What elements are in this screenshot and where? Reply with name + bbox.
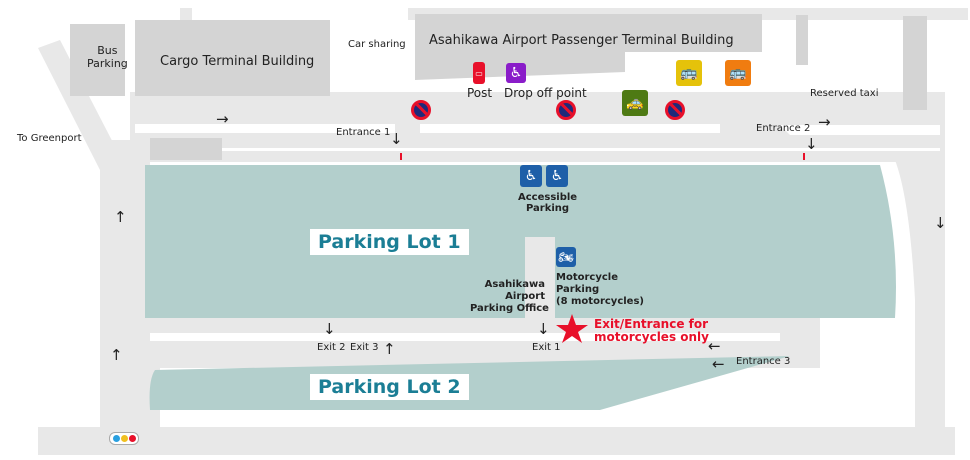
arrow-left-icon: ← — [708, 337, 721, 355]
entrance-3-label: Entrance 3 — [736, 356, 791, 367]
to-greenport-label: To Greenport — [17, 133, 82, 144]
star-icon — [556, 314, 588, 343]
no-parking-icon[interactable] — [411, 100, 431, 120]
car-sharing-label: Car sharing — [348, 39, 406, 50]
bus-icon: 🚌 — [725, 60, 751, 86]
terminal-building-label: Asahikawa Airport Passenger Terminal Bui… — [429, 33, 734, 48]
arrow-down-icon: ↓ — [390, 130, 403, 148]
arrow-up-icon: ↑ — [114, 208, 127, 226]
drop-off-label: Drop off point — [504, 86, 587, 100]
no-parking-icon[interactable] — [665, 100, 685, 120]
motorcycle-parking-label: Motorcycle Parking (8 motorcycles) — [556, 272, 644, 307]
wheelchair-icon: ♿ — [506, 63, 526, 83]
entrance-1-label: Entrance 1 — [336, 127, 391, 138]
no-parking-icon[interactable] — [556, 100, 576, 120]
arrow-up-icon: ↑ — [383, 340, 396, 358]
reserved-taxi-label: Reserved taxi — [810, 88, 879, 99]
parking-lot-2-label: Parking Lot 2 — [310, 374, 469, 400]
taxi-icon: 🚕 — [622, 90, 648, 116]
wheelchair-icon: ♿ — [520, 165, 542, 187]
wheelchair-icon: ♿ — [546, 165, 568, 187]
motorcycle-icon: 🏍 — [556, 247, 576, 267]
arrow-right-icon: → — [216, 110, 229, 128]
bus-parking-label: Bus Parking — [87, 44, 128, 70]
parking-office-label: Asahikawa Airport Parking Office — [470, 279, 549, 314]
arrow-down-icon: ↓ — [537, 320, 550, 338]
motorcycle-exit-label: Exit/Entrance for motorcycles only — [594, 317, 709, 344]
exit-2-label: Exit 2 — [317, 342, 346, 353]
exit-3-label: Exit 3 — [350, 342, 379, 353]
arrow-right-icon: → — [818, 113, 831, 131]
parking-lot-1-label: Parking Lot 1 — [310, 229, 469, 255]
arrow-down-icon: ↓ — [323, 320, 336, 338]
arrow-up-icon: ↑ — [110, 346, 123, 364]
traffic-light-icon — [109, 432, 139, 445]
arrow-down-icon: ↓ — [934, 214, 947, 232]
cargo-building-label: Cargo Terminal Building — [160, 54, 315, 69]
entrance-2-label: Entrance 2 — [756, 123, 811, 134]
arrow-down-icon: ↓ — [805, 135, 818, 153]
accessible-parking-label: Accessible Parking — [518, 192, 578, 214]
arrow-left-icon: ← — [712, 355, 725, 373]
bus-icon: 🚌 — [676, 60, 702, 86]
post-box-icon: ▭ — [473, 62, 485, 84]
exit-1-label: Exit 1 — [532, 342, 561, 353]
post-label: Post — [467, 86, 493, 100]
